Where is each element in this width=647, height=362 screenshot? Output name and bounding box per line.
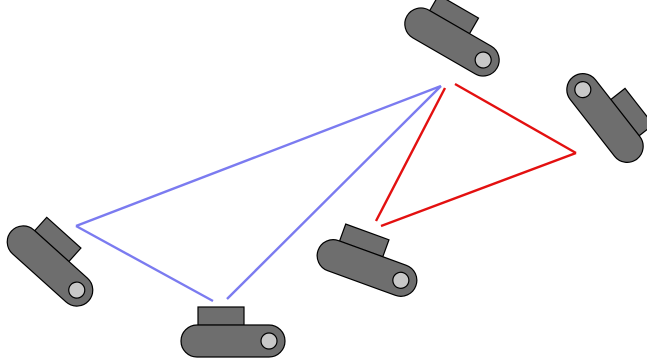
device-lens [574,81,592,99]
camera-device-icon-left[interactable] [1,206,112,313]
camera-device-icon-middle[interactable] [313,218,428,301]
camera-device-icon-right[interactable] [560,56,647,169]
camera-device-icon-bottom[interactable] [180,306,286,358]
device-body [316,239,418,297]
device-body [180,324,286,358]
links-group [75,82,577,303]
blue-link-left-to-bottom [75,224,214,303]
device-lens [68,281,86,299]
red-link-top-center-to-right [454,82,577,155]
blue-link-top-center-to-bottom [226,85,442,300]
device-lens [260,332,278,350]
red-link-right-to-middle [380,151,577,228]
blue-link-top-center-to-left [75,84,442,228]
camera-device-icon-top-center[interactable] [399,0,514,82]
device-mount [197,306,245,326]
red-link-top-center-to-middle [374,87,447,222]
device-lens [474,51,492,69]
device-lens [392,271,410,289]
